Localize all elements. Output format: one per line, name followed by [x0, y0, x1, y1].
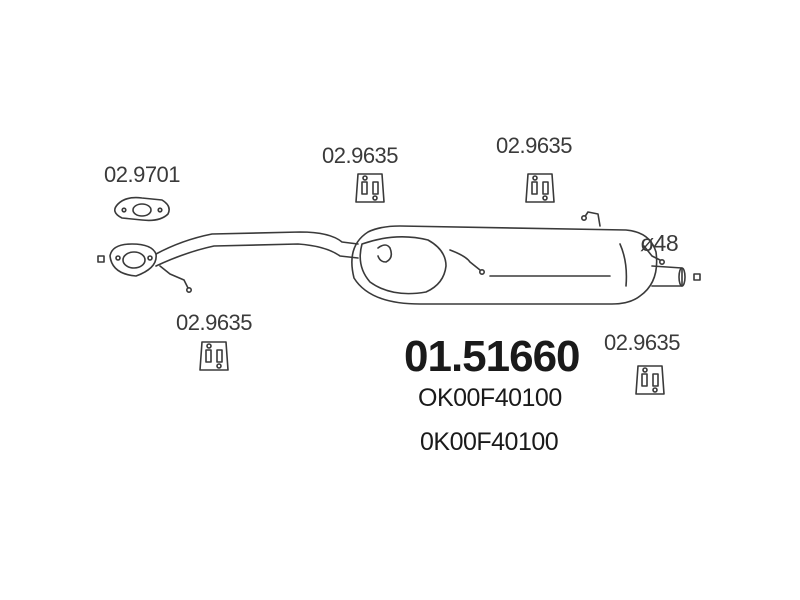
oem-number-1: OK00F40100	[418, 384, 562, 412]
muffler-hanger-rod-middle	[449, 249, 481, 271]
gasket-icon	[114, 196, 170, 222]
label-hanger-bottom-left: 02.9635	[176, 310, 253, 335]
outlet-end-marker	[693, 273, 701, 281]
label-hanger-top-left: 02.9635	[322, 143, 399, 168]
muffler-body	[351, 225, 658, 305]
part-number: 01.51660	[404, 332, 581, 381]
front-pipe	[155, 231, 359, 267]
label-hanger-bottom-right: 02.9635	[604, 330, 681, 355]
label-gasket: 02.9701	[104, 162, 181, 187]
label-hanger-top-right: 02.9635	[496, 133, 573, 158]
rubber-hanger-bottom-right-icon	[635, 365, 665, 395]
rubber-hanger-top-right-icon	[525, 173, 555, 203]
front-pipe-hanger-rod	[159, 265, 189, 289]
front-flange	[109, 243, 157, 277]
tailpipe	[651, 265, 686, 287]
rubber-hanger-top-left-icon	[355, 173, 385, 203]
oem-number-2: 0K00F40100	[420, 428, 559, 456]
inlet-end-marker	[97, 255, 105, 263]
tailpipe-hanger-rod	[643, 245, 661, 261]
rubber-hanger-bottom-left-icon	[199, 341, 229, 371]
diameter-label: ø48	[640, 230, 679, 256]
